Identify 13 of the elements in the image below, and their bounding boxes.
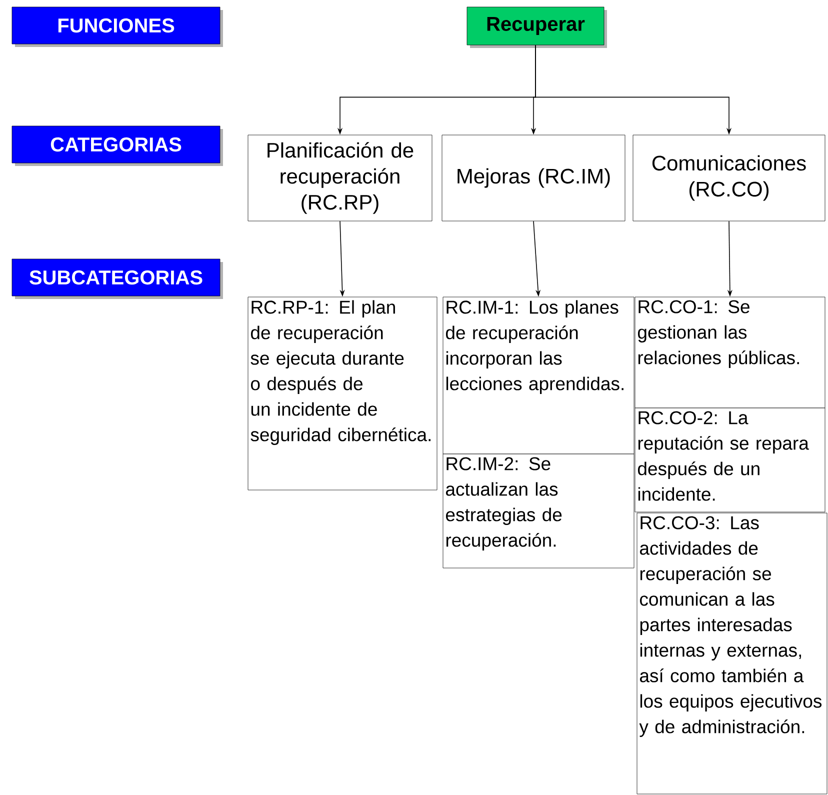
- subcategory-box: RC.IM-2: Se actualizan las estrategias de recuperación.: [442, 454, 634, 568]
- category-box: Comunicaciones (RC.CO): [632, 134, 826, 222]
- level-label: SUBCATEGORIAS: [12, 258, 223, 299]
- level-label: FUNCIONES: [12, 6, 223, 47]
- subcategory-box: RC.IM-1: Los planes de recuperación incorporan las lecciones aprendidas.: [442, 296, 634, 454]
- subcategory-box: RC.RP-1: El plan de recuperación se ejecuta durante o después de un incidente de seguridad cibernética.: [248, 296, 438, 490]
- level-label: CATEGORIAS: [12, 126, 223, 166]
- subcategory-box: RC.CO-3: Las actividades de recuperación se comunican a las partes interesadas internas y externas, así como también a los equipos ejecutivos y de administración.: [636, 512, 828, 794]
- subcategory-box: RC.CO-1: Se gestionan las relaciones públicas.: [634, 296, 826, 408]
- category-box: Planificación de recuperación (RC.RP): [248, 134, 432, 222]
- subcategory-box: RC.CO-2: La reputación se repara después de un incidente.: [634, 408, 826, 512]
- function-box: Recuperar: [466, 6, 607, 48]
- category-box: Mejoras (RC.IM): [442, 134, 626, 222]
